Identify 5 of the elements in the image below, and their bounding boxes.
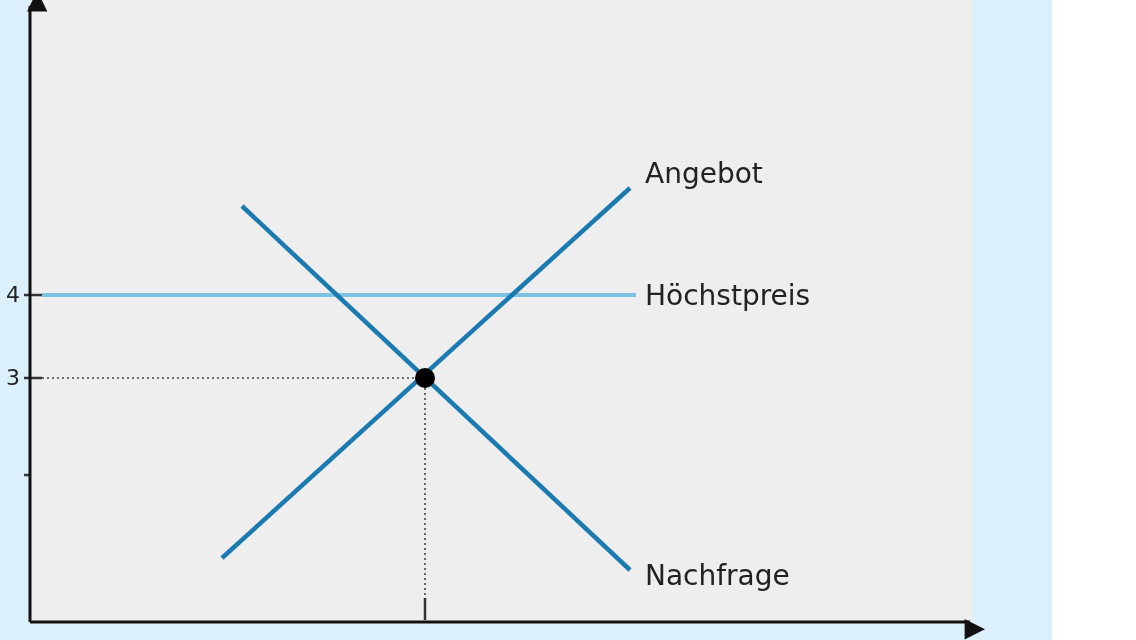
curve-label: Angebot [645,160,763,188]
curve-label: Nachfrage [645,562,790,590]
curve-label: Höchstpreis [645,282,811,310]
axis-tick-label: 4 [6,284,20,306]
axis-tick-label: 3 [6,367,20,389]
